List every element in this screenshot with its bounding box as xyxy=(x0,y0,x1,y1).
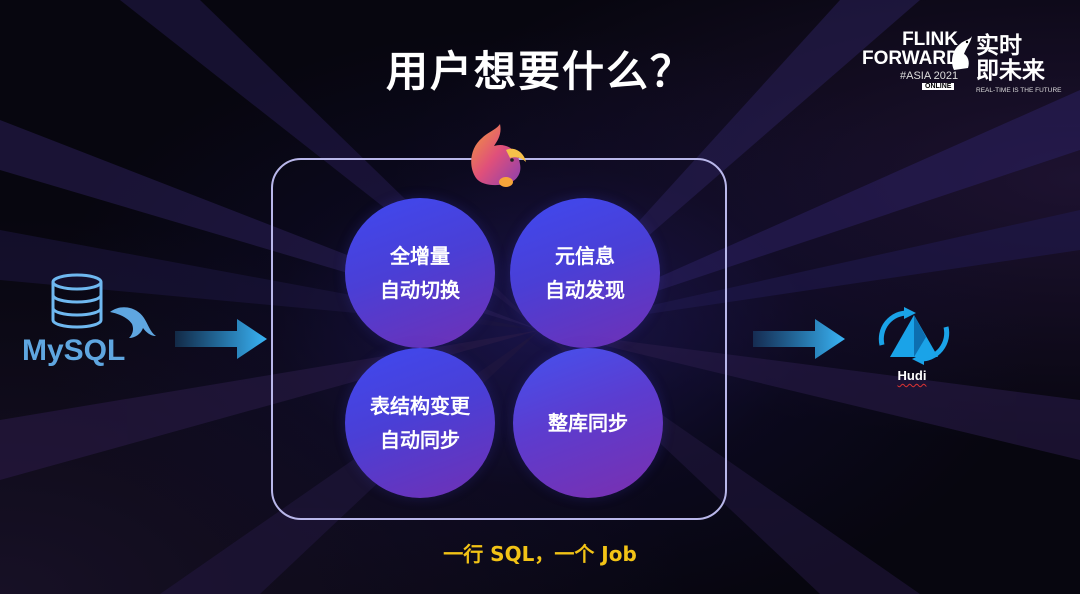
brand-line1: FLINK xyxy=(902,29,958,50)
hudi-label: Hudi xyxy=(897,368,927,383)
arrow-right-icon xyxy=(753,319,845,359)
feature-line1: 表结构变更 xyxy=(370,394,470,418)
brand-badge: ONLINE xyxy=(922,83,955,90)
brand-cn: 实时 即未来 xyxy=(976,34,1045,84)
feature-line1: 元信息 xyxy=(555,244,615,268)
flink-logo-icon xyxy=(471,124,526,187)
brand-cn-line1: 实时 xyxy=(976,33,1022,59)
flink-forward-brand: FLINK FORWARD #ASIA 2021 ONLINE 实时 即未来 R… xyxy=(862,30,1062,100)
brand-cn-line2: 即未来 xyxy=(976,58,1045,84)
feature-line2: 自动同步 xyxy=(380,428,460,452)
brand-wordmark: FLINK FORWARD xyxy=(862,29,960,69)
mysql-logo: MySQL xyxy=(22,273,156,367)
squirrel-icon xyxy=(952,36,972,70)
brand-edition: #ASIA 2021 xyxy=(900,70,959,82)
feature-line2: 自动发现 xyxy=(545,278,625,302)
brand-line2: FORWARD xyxy=(862,48,960,69)
feature-line1: 全增量 xyxy=(390,244,450,268)
database-icon xyxy=(51,273,103,329)
feature-full-incremental-switch: 全增量 自动切换 xyxy=(345,198,495,348)
arrow-right-icon xyxy=(175,319,267,359)
tagline: 一行 SQL，一个 Job xyxy=(443,542,637,566)
feature-metadata-discovery: 元信息 自动发现 xyxy=(510,198,660,348)
flink-cdc-box xyxy=(271,158,727,520)
feature-whole-database-sync: 整库同步 xyxy=(513,348,663,498)
feature-line2: 自动切换 xyxy=(380,278,460,302)
mysql-label: MySQL xyxy=(22,334,125,367)
dolphin-icon xyxy=(110,307,156,338)
brand-slogan: REAL-TIME IS THE FUTURE xyxy=(976,87,1062,94)
feature-schema-change-sync: 表结构变更 自动同步 xyxy=(345,348,495,498)
feature-line1: 整库同步 xyxy=(548,411,628,435)
slide-title: 用户想要什么？ xyxy=(385,47,694,96)
hudi-logo-icon xyxy=(878,307,950,365)
